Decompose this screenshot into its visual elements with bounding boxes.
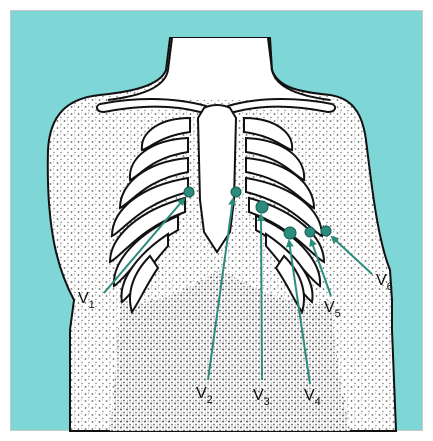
electrode-v4 [284,227,296,239]
sternum [198,105,236,252]
electrode-v2 [231,187,241,197]
electrode-v3 [256,201,268,213]
electrode-v5 [305,227,315,237]
electrode-v6 [321,226,331,236]
electrode-v1 [184,187,194,197]
